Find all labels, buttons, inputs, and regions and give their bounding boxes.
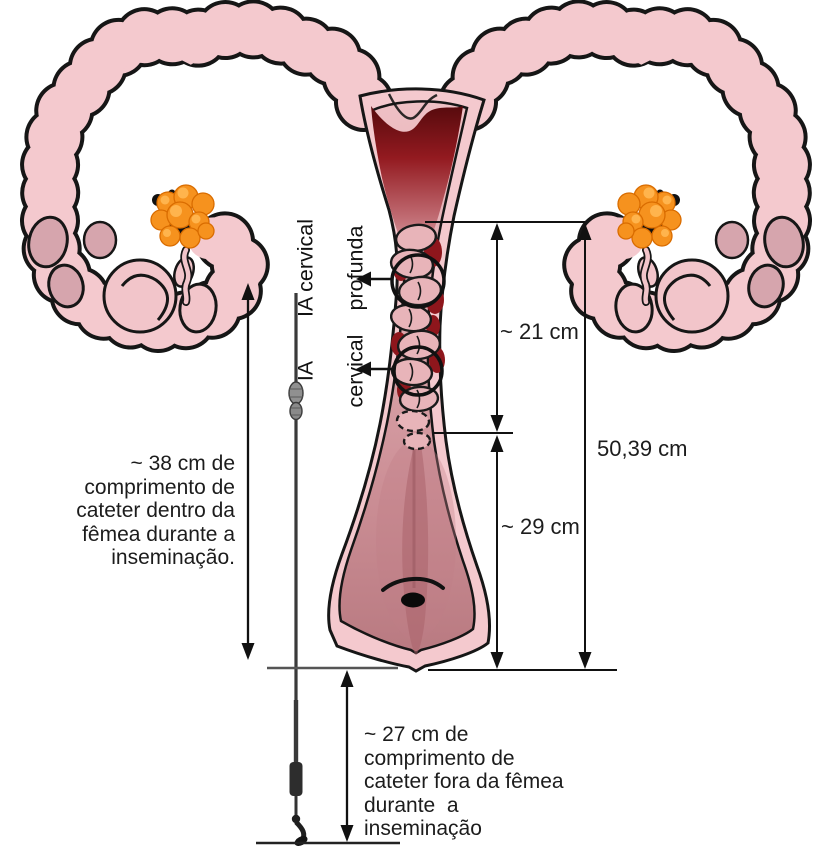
urethral-opening — [401, 592, 425, 608]
label-line: cervical — [343, 334, 368, 408]
horn-junction-outline — [387, 93, 438, 120]
cervical-pad-dashed — [395, 409, 431, 433]
uterine-body-lumen — [371, 106, 463, 255]
label-total-length: 50,39 cm — [597, 436, 688, 461]
ovary — [150, 184, 215, 249]
follicle-highlight — [191, 214, 201, 224]
catheter-illustration — [288, 293, 308, 846]
label-vagina-length: ~ 29 cm — [501, 514, 580, 539]
label-catheter-inside: ~ 38 cm de comprimento de cateter dentro… — [40, 452, 235, 570]
text-line: durante a — [364, 793, 459, 817]
catheter-handle — [289, 762, 303, 796]
text-line: ~ 27 cm de — [364, 723, 469, 746]
right-uterine-horn — [468, 29, 808, 334]
horn-dark-lobe — [47, 263, 85, 309]
text-line: comprimento de — [84, 475, 235, 499]
deep-cervical-site-circle — [390, 253, 446, 309]
text-line: inseminação — [364, 817, 482, 840]
measurement-lines — [246, 221, 617, 834]
horn-dark-lobe — [82, 220, 118, 260]
text-line: ~ 38 cm de — [130, 452, 235, 475]
pad-creases — [408, 254, 422, 409]
horn-coil-lobe — [102, 258, 178, 334]
follicle-highlight — [160, 195, 170, 205]
horn-dark-lobe — [27, 215, 69, 269]
text-line: cateter fora da fêmea — [364, 770, 564, 793]
foam-ridges — [289, 388, 303, 416]
label-cervix-length: ~ 21 cm — [500, 319, 579, 344]
label-catheter-outside: ~ 27 cm de comprimento de cateter fora d… — [364, 723, 624, 841]
label-cervical-ai: IA cervical — [294, 335, 369, 408]
left-uterine-horn — [19, 0, 394, 354]
horn-fill-core — [29, 8, 384, 344]
cervical-site-circle — [392, 345, 444, 397]
label-line: IA — [293, 360, 318, 382]
vestibule-arc — [381, 576, 445, 592]
catheter-tip-blob — [294, 836, 308, 846]
oviduct-fill — [182, 247, 191, 305]
text-line: inseminação. — [111, 546, 235, 569]
horn-coil-curl — [120, 273, 169, 321]
text-line: cateter dentro da — [76, 499, 235, 522]
text-line: comprimento de — [364, 746, 515, 770]
follicle-highlight — [163, 229, 171, 237]
arrowheads — [241, 223, 592, 842]
cervical-pad-dashed — [402, 431, 432, 451]
text-line: fêmea durante a — [82, 522, 235, 546]
label-deep-cervical-ai: IA cervical profunda — [294, 219, 369, 317]
label-line: IA cervical — [293, 219, 318, 317]
follicle-highlight — [177, 187, 189, 199]
label-line: profunda — [343, 225, 368, 311]
follicle-highlight — [170, 205, 182, 217]
